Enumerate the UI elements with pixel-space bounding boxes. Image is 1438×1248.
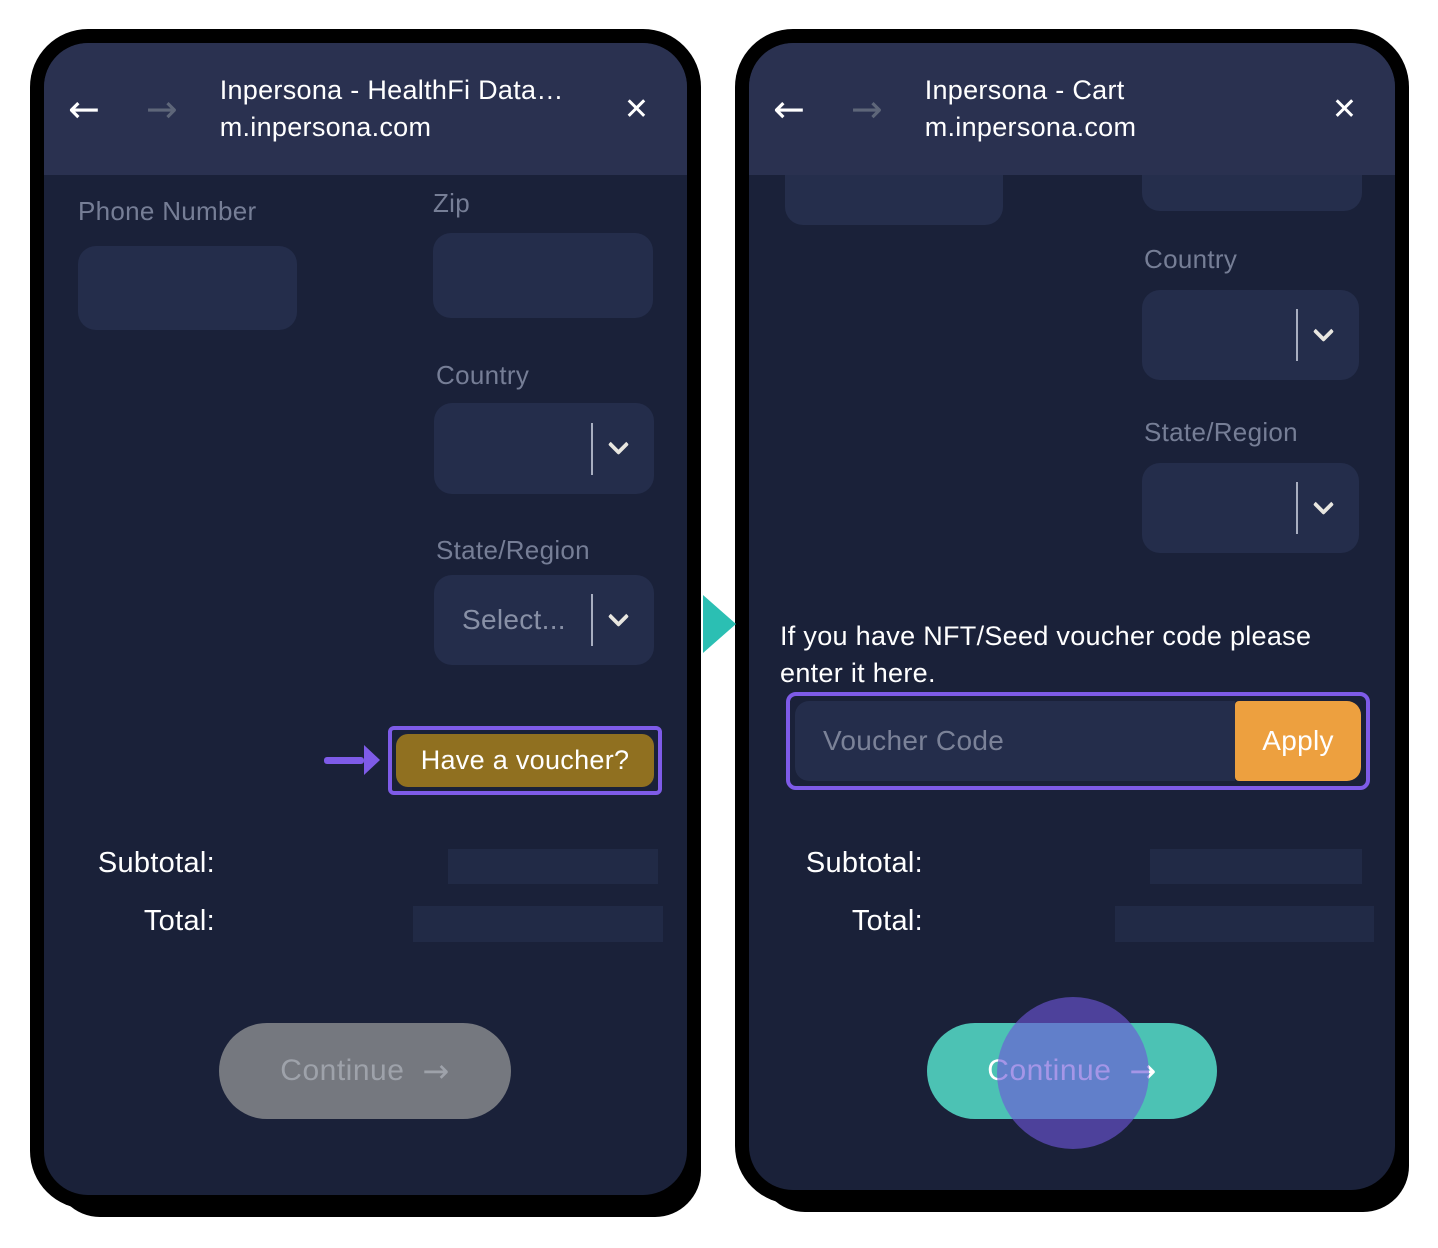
phone-number-label: Phone Number — [78, 196, 257, 226]
tap-indicator — [997, 997, 1149, 1149]
forward-icon[interactable]: → — [145, 87, 178, 131]
country-select[interactable] — [1142, 290, 1359, 380]
voucher-highlight-border: Have a voucher? — [388, 726, 662, 795]
subtotal-value-box — [1150, 849, 1362, 884]
annotation-arrow-line — [324, 756, 364, 764]
total-value-box — [413, 906, 663, 942]
chevron-down-icon — [1312, 493, 1335, 515]
country-label: Country — [436, 360, 530, 390]
country-label: Country — [1144, 244, 1238, 274]
arrow-right-icon: → — [422, 1052, 450, 1090]
state-region-select[interactable] — [1142, 463, 1359, 553]
back-icon[interactable]: ← — [773, 87, 805, 131]
annotation-arrow — [324, 745, 380, 775]
phone-number-input[interactable] — [78, 246, 297, 330]
select-divider — [591, 422, 593, 475]
state-region-label: State/Region — [1144, 417, 1298, 447]
chevron-down-icon — [607, 433, 630, 456]
continue-button[interactable]: Continue → — [219, 1023, 511, 1119]
country-select[interactable] — [434, 403, 654, 494]
page-title-block: Inpersona - Cart m.inpersona.com — [925, 72, 1332, 146]
total-value-box — [1115, 906, 1374, 942]
select-divider — [1296, 482, 1298, 534]
browser-header: ← → Inpersona - HealthFi Data… m.inperso… — [44, 43, 687, 175]
zip-label: Zip — [433, 188, 471, 218]
close-icon[interactable]: ✕ — [623, 91, 649, 127]
voucher-highlight-border: Apply — [786, 692, 1370, 790]
subtotal-label: Subtotal: — [805, 847, 923, 879]
zip-input[interactable] — [433, 233, 653, 318]
page-title: Inpersona - Cart — [924, 75, 1125, 105]
apply-button[interactable]: Apply — [1235, 701, 1361, 781]
left-phone-screen: ← → Inpersona - HealthFi Data… m.inperso… — [44, 43, 687, 1195]
chevron-down-icon — [1312, 320, 1335, 342]
voucher-hint-text: If you have NFT/Seed voucher code please… — [780, 621, 1312, 688]
state-select-value: Select... — [462, 604, 566, 635]
right-phone-screen: ← → Inpersona - Cart m.inpersona.com ✕ C… — [749, 43, 1395, 1190]
voucher-code-input[interactable] — [795, 701, 1235, 781]
next-step-arrow-icon — [703, 595, 736, 653]
browser-header: ← → Inpersona - Cart m.inpersona.com ✕ — [749, 43, 1395, 175]
state-region-label: State/Region — [436, 535, 590, 565]
page-url: m.inpersona.com — [219, 112, 432, 142]
select-divider — [1296, 309, 1298, 361]
page-url: m.inpersona.com — [924, 112, 1137, 142]
cutoff-input-box — [785, 175, 1003, 225]
select-divider — [591, 594, 593, 646]
back-icon[interactable]: ← — [68, 87, 100, 131]
subtotal-value-box — [448, 849, 658, 884]
chevron-down-icon — [607, 605, 630, 627]
close-icon[interactable]: ✕ — [1331, 91, 1357, 127]
page-title-block: Inpersona - HealthFi Data… m.inpersona.c… — [220, 72, 624, 146]
total-label: Total: — [851, 905, 923, 937]
continue-label: Continue — [280, 1054, 405, 1087]
cutoff-input-box — [1142, 175, 1362, 211]
state-region-select[interactable]: Select... — [434, 575, 654, 665]
subtotal-label: Subtotal: — [97, 847, 215, 879]
page-title: Inpersona - HealthFi Data… — [219, 75, 564, 105]
total-label: Total: — [143, 905, 215, 937]
have-voucher-button[interactable]: Have a voucher? — [396, 734, 654, 787]
annotation-arrow-head — [364, 745, 380, 775]
forward-icon[interactable]: → — [850, 87, 883, 131]
